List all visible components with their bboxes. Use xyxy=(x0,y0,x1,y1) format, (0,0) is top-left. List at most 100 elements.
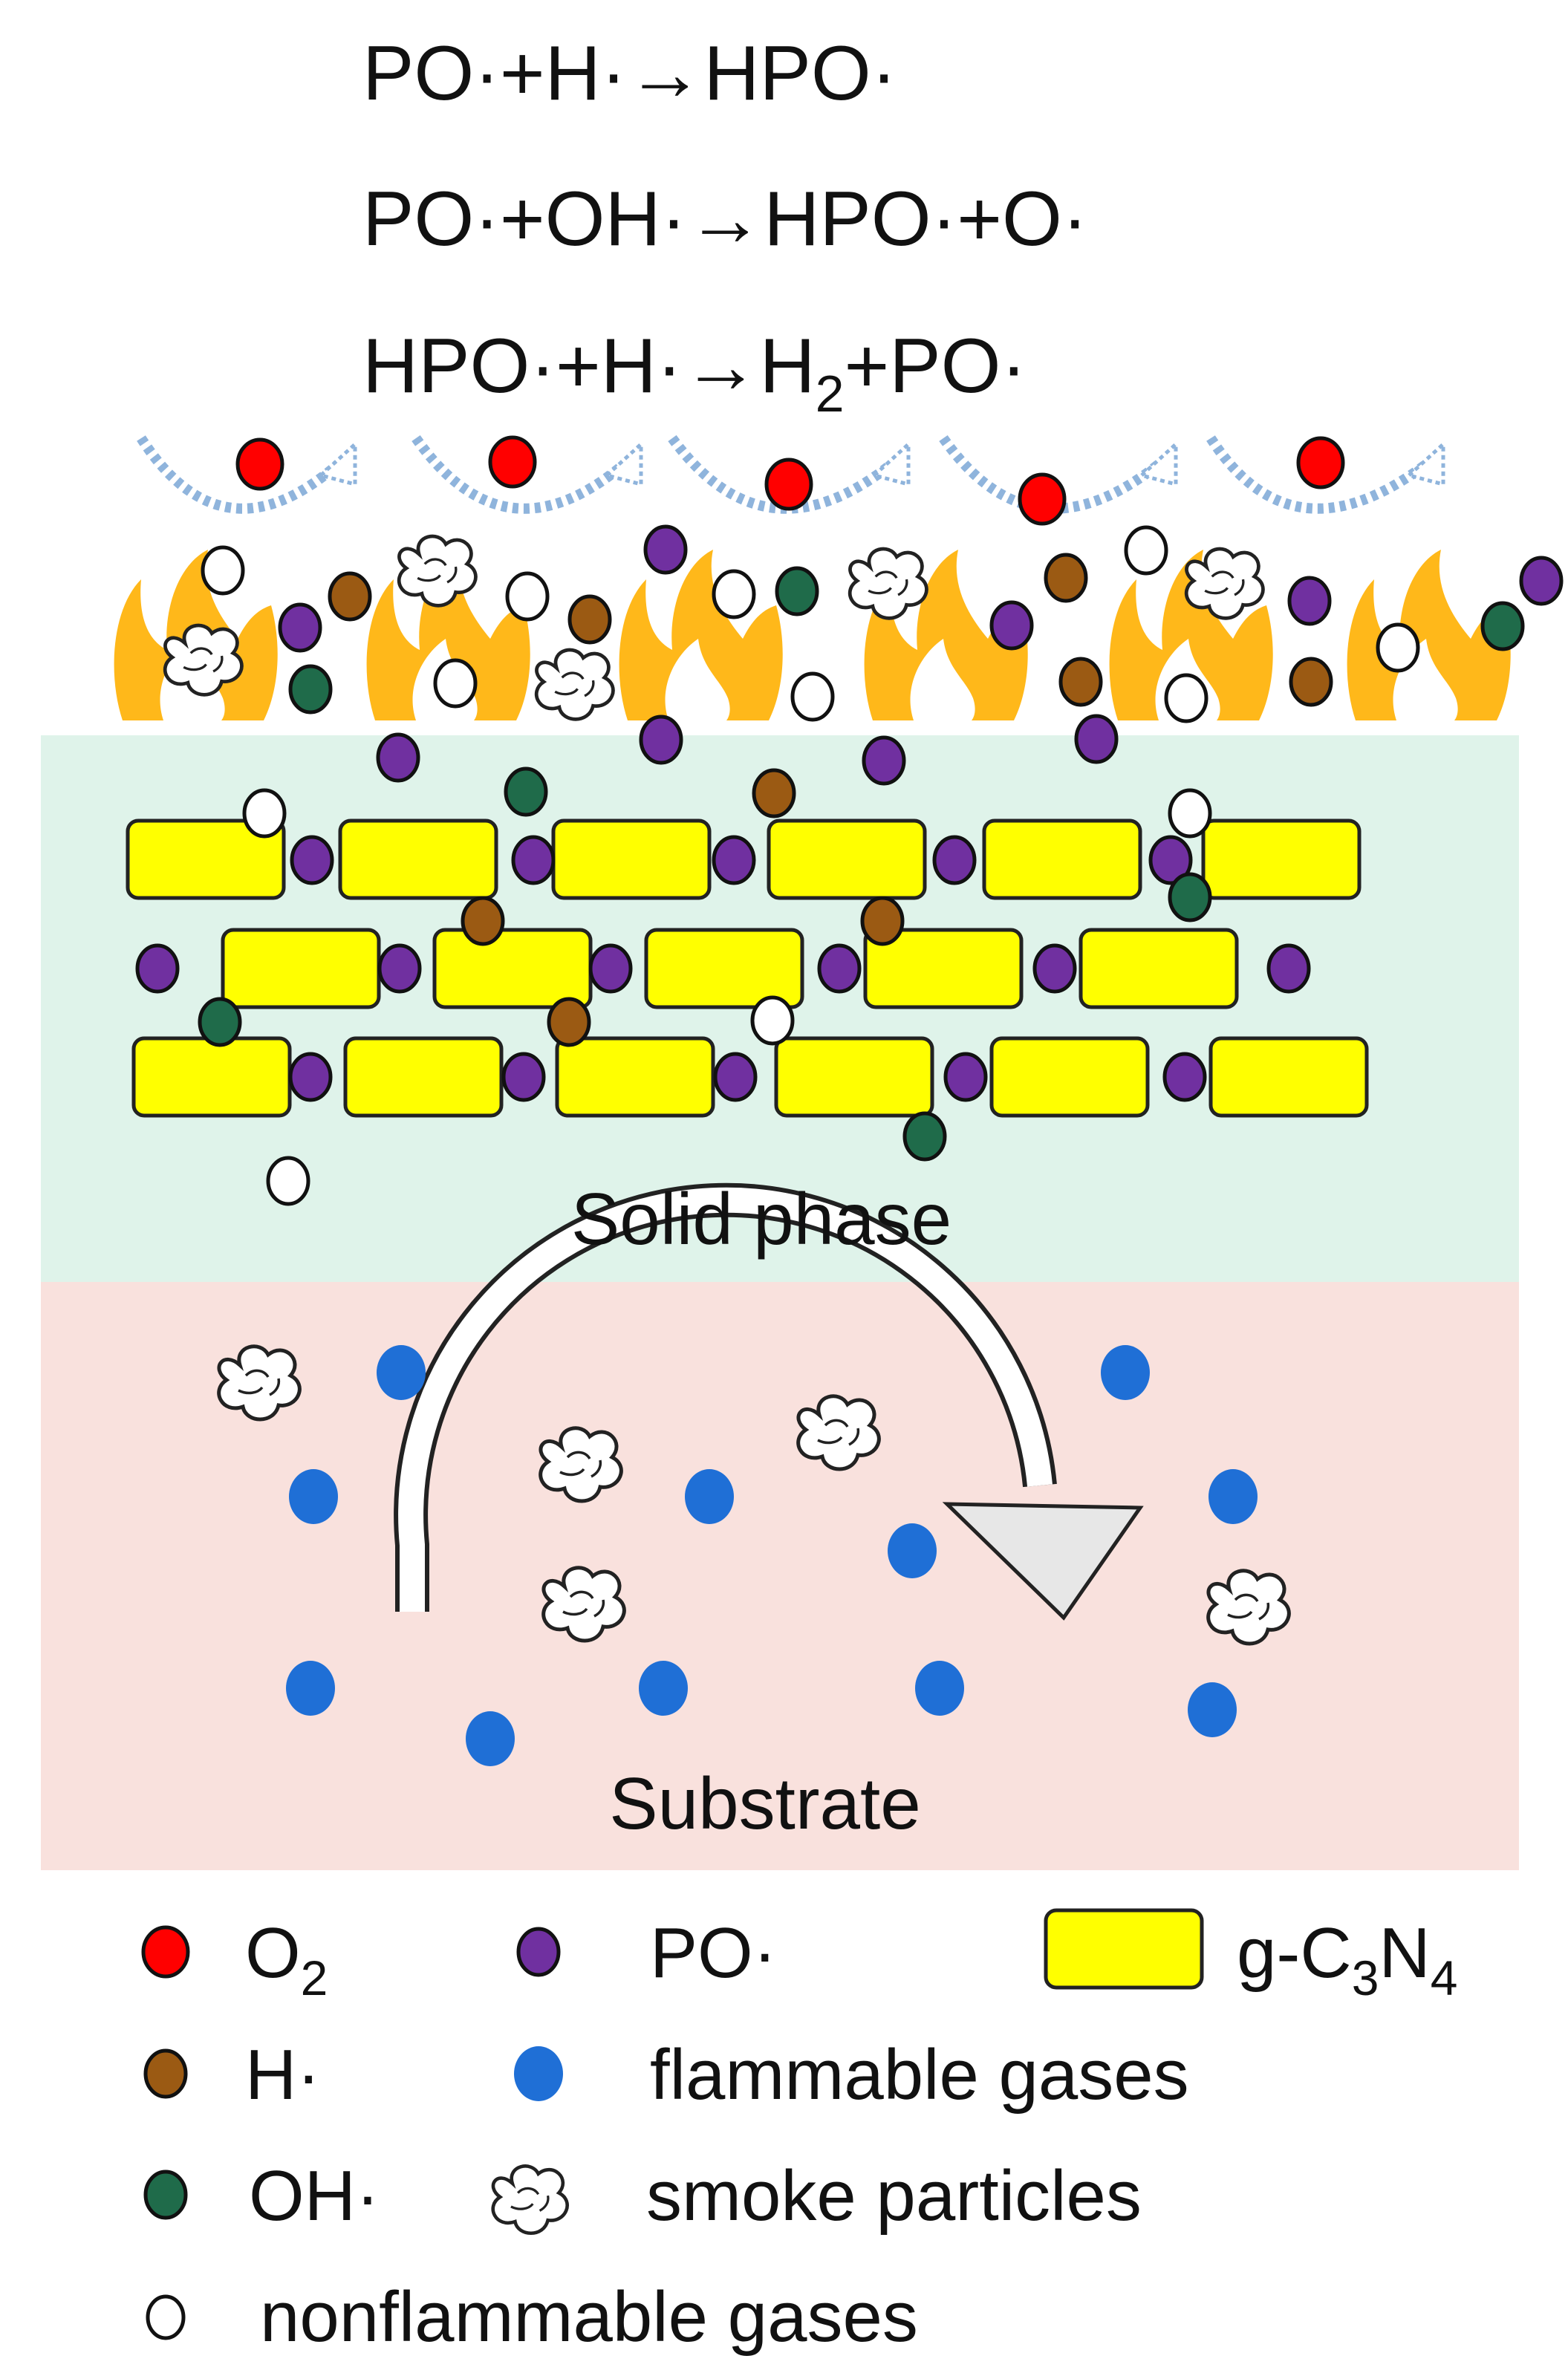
nonflammable-gas xyxy=(505,571,550,622)
legend-label-nonflammable-gases: nonflammable gases xyxy=(260,2277,918,2357)
po-radical xyxy=(376,732,420,783)
legend-label-oh: OH· xyxy=(249,2156,380,2236)
o2-molecule xyxy=(764,458,813,511)
flammable-gas xyxy=(466,1711,515,1766)
po-radical xyxy=(588,943,633,994)
flammable-gases xyxy=(286,1345,1258,1766)
nonflammable-gas xyxy=(1124,525,1168,576)
legend-item-flammable: flammable gases xyxy=(514,2035,1189,2115)
h-radicals xyxy=(328,553,1333,1047)
g-c3n4-sheet xyxy=(1201,818,1362,900)
curved-dashed-arrow xyxy=(668,434,911,514)
flammable-gas-swatch xyxy=(514,2046,563,2101)
g-c3n4-layers xyxy=(126,818,1369,1118)
nonflammable-gas xyxy=(201,545,245,596)
curved-dashed-arrow xyxy=(1206,435,1445,514)
flame-icon xyxy=(864,550,1028,720)
legend-label-flammable-gases: flammable gases xyxy=(650,2035,1189,2115)
po-radical xyxy=(1148,835,1193,885)
flammable-gas xyxy=(639,1661,688,1716)
po-radical xyxy=(511,835,556,885)
oh-radicals xyxy=(198,566,1525,1162)
oh-radical xyxy=(198,997,242,1047)
nonflammable-gas xyxy=(266,1156,310,1206)
smoke-particle-icon xyxy=(399,536,475,605)
g-c3n4-sheet xyxy=(767,818,927,900)
curved-dashed-arrow xyxy=(137,435,357,514)
po-radical xyxy=(713,1052,758,1102)
o2-molecule xyxy=(235,437,284,491)
po-radical xyxy=(1074,714,1119,764)
gas-phase-circulation-arrows xyxy=(137,434,1445,514)
curved-dashed-arrow xyxy=(411,434,643,514)
po-radical xyxy=(288,1052,333,1102)
nonflammable-gas-swatch xyxy=(146,2294,186,2340)
nonflammable-gas xyxy=(750,995,795,1046)
smoke-particle-icon xyxy=(850,549,926,618)
po-radicals xyxy=(135,524,1564,1102)
flammable-gas xyxy=(888,1523,937,1578)
po-radical xyxy=(290,835,334,885)
oh-radical xyxy=(1480,601,1525,651)
g-c3n4-sheet xyxy=(338,818,498,900)
legend-label-o2: O2 xyxy=(245,1913,328,2005)
po-radical xyxy=(639,715,683,765)
legend-label-smoke-particles: smoke particles xyxy=(646,2156,1142,2236)
legend: O2 PO· g-C3N4 H· flammable gases OH· smo… xyxy=(141,1908,1457,2357)
nonflammable-gas xyxy=(1164,673,1208,723)
g-c3n4-sheet xyxy=(551,818,712,900)
flammable-gas xyxy=(915,1661,964,1716)
smoke-particle-icon xyxy=(493,2166,567,2233)
nonflammable-gas xyxy=(433,658,478,709)
legend-label-po: PO· xyxy=(650,1913,777,1993)
g-c3n4-sheet xyxy=(126,818,286,900)
nonflammable-gas xyxy=(712,569,756,619)
po-radical xyxy=(1162,1052,1207,1102)
h-radical xyxy=(547,997,591,1047)
h-radical xyxy=(1289,657,1333,707)
flammable-gas xyxy=(286,1661,335,1716)
legend-item-o2: O2 xyxy=(141,1913,328,2005)
nonflammable-gas xyxy=(242,788,287,839)
g-c3n4-sheet xyxy=(989,1036,1150,1118)
nonflammable-gas xyxy=(1168,788,1212,839)
h-radical xyxy=(752,768,796,818)
flammable-gas xyxy=(1208,1469,1258,1524)
o2-swatch xyxy=(141,1925,190,1979)
po-radical xyxy=(135,943,180,994)
o2-molecule xyxy=(488,435,537,489)
o2-molecule xyxy=(1018,472,1067,526)
equation-3: HPO·+H·→H2+PO· xyxy=(362,323,1027,423)
nonflammable-gas xyxy=(1376,622,1420,673)
legend-item-nonflammable: nonflammable gases xyxy=(146,2277,918,2357)
g-c3n4-sheet xyxy=(1208,1036,1369,1118)
legend-label-g-c3n4: g-C3N4 xyxy=(1237,1913,1457,2005)
po-radical xyxy=(643,524,688,575)
h-radical xyxy=(328,571,372,622)
flammable-gas xyxy=(685,1469,734,1524)
flammable-gas xyxy=(289,1469,338,1524)
h-radical xyxy=(567,594,612,645)
h-radical xyxy=(1044,553,1088,603)
g-c3n4-sheet xyxy=(863,928,1024,1009)
po-radical xyxy=(1266,943,1311,994)
po-swatch xyxy=(516,1927,561,1977)
po-radical xyxy=(989,600,1034,651)
o2-molecules xyxy=(235,435,1345,526)
legend-item-h: H· xyxy=(143,2035,320,2115)
oh-radical xyxy=(288,664,333,715)
po-radical xyxy=(1032,943,1077,994)
nonflammable-gases xyxy=(201,525,1420,1206)
g-c3n4-sheet xyxy=(555,1036,715,1118)
h-radical xyxy=(1058,657,1103,707)
legend-label-h: H· xyxy=(245,2035,320,2115)
g-c3n4-sheet xyxy=(131,1036,292,1118)
flammable-gas xyxy=(1188,1682,1237,1737)
equation-1: PO·+H·→HPO· xyxy=(362,30,897,117)
o2-molecule xyxy=(1296,436,1345,489)
po-radical xyxy=(862,735,906,786)
po-radical xyxy=(501,1052,546,1102)
h-radical xyxy=(461,896,505,946)
po-radical xyxy=(377,943,422,994)
